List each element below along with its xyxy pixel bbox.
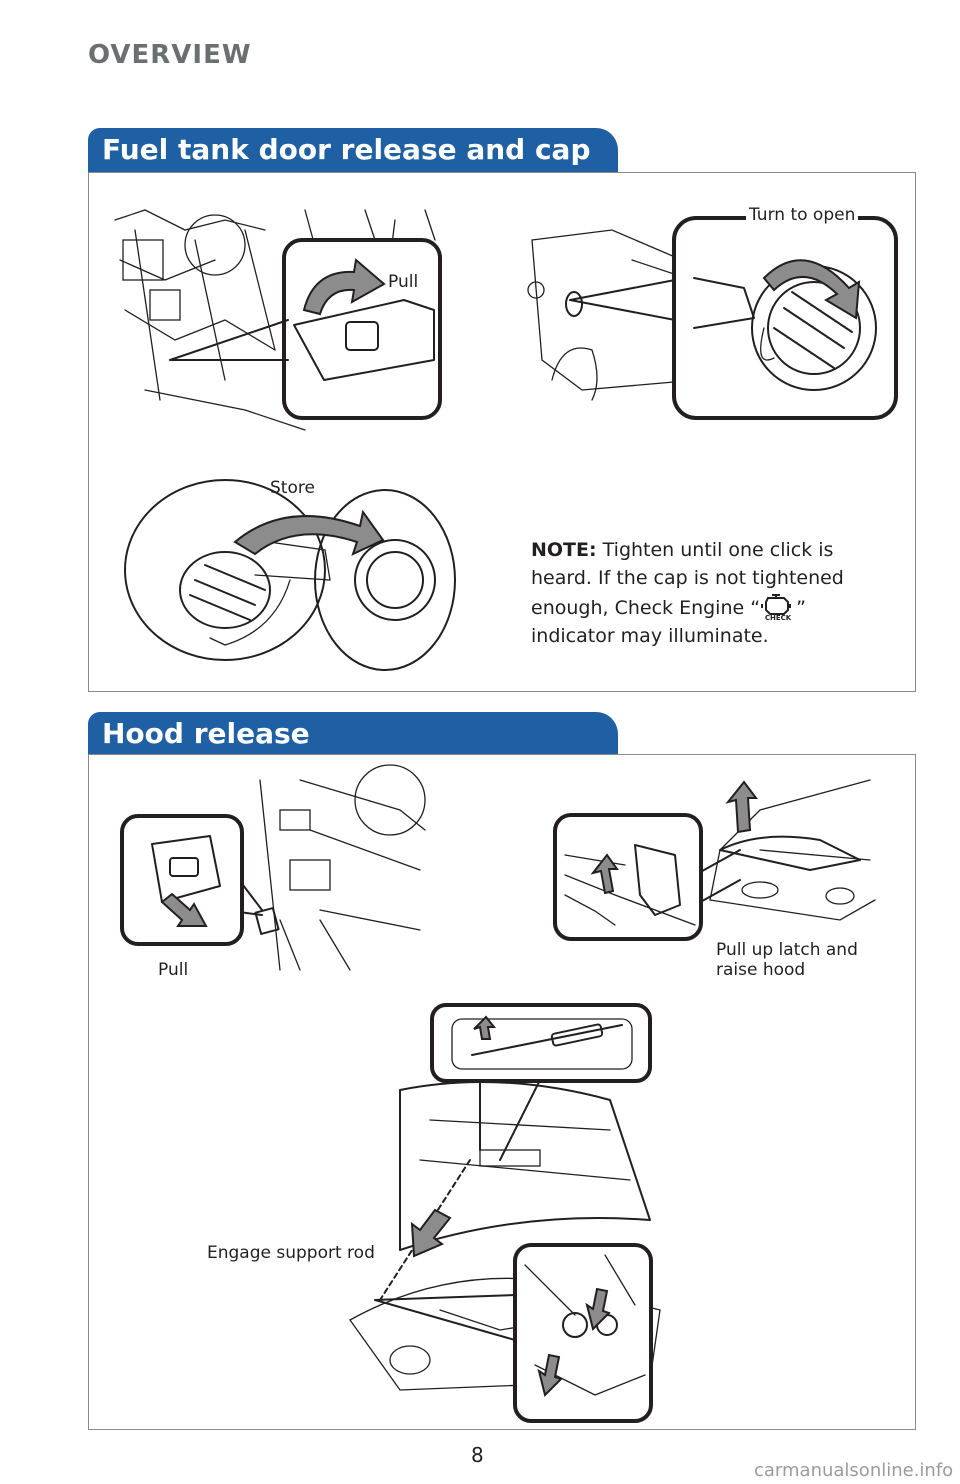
- label-engage-rod: Engage support rod: [207, 1243, 375, 1263]
- store-cap-illustration: [124, 479, 456, 671]
- label-latch-line-1: Pull up latch and: [716, 940, 858, 960]
- pull-callout: [282, 238, 442, 420]
- note-text-1: Tighten until one click is heard. If the…: [531, 539, 844, 619]
- label-latch: Pull up latch and raise hood: [716, 940, 858, 980]
- section-label: OVERVIEW: [88, 40, 252, 70]
- hood-section-title: Hood release: [88, 712, 618, 756]
- watermark: carmanualsonline.info: [754, 1460, 954, 1481]
- label-latch-line-2: raise hood: [716, 960, 806, 980]
- note-label: NOTE:: [531, 539, 597, 561]
- check-engine-icon: CHECK: [760, 592, 796, 622]
- front-car-illustration: [709, 779, 876, 921]
- rod-top-leader: [479, 1079, 541, 1161]
- label-pull-hood: Pull: [158, 960, 189, 980]
- note-text-2: ” indicator may illuminate.: [531, 597, 806, 647]
- label-pull-fuel: Pull: [388, 272, 419, 292]
- turn-callout: [672, 216, 898, 420]
- fuel-callout-leader: [569, 279, 676, 321]
- label-turn-to-open: Turn to open: [746, 205, 859, 225]
- rod-bottom-leader: [374, 1294, 516, 1341]
- callout-leader: [169, 319, 289, 361]
- dashboard-illustration: [254, 764, 426, 971]
- latch-callout: [553, 813, 703, 941]
- hood-pull-callout: [120, 814, 244, 946]
- page-number: 8: [471, 1443, 484, 1467]
- support-rod-callout: [430, 1003, 652, 1083]
- rod-slot-callout: [513, 1243, 653, 1423]
- check-text: CHECK: [765, 614, 792, 622]
- fuel-note: NOTE: Tighten until one click is heard. …: [531, 536, 881, 650]
- fuel-section-title: Fuel tank door release and cap: [88, 128, 618, 172]
- label-store: Store: [270, 478, 315, 498]
